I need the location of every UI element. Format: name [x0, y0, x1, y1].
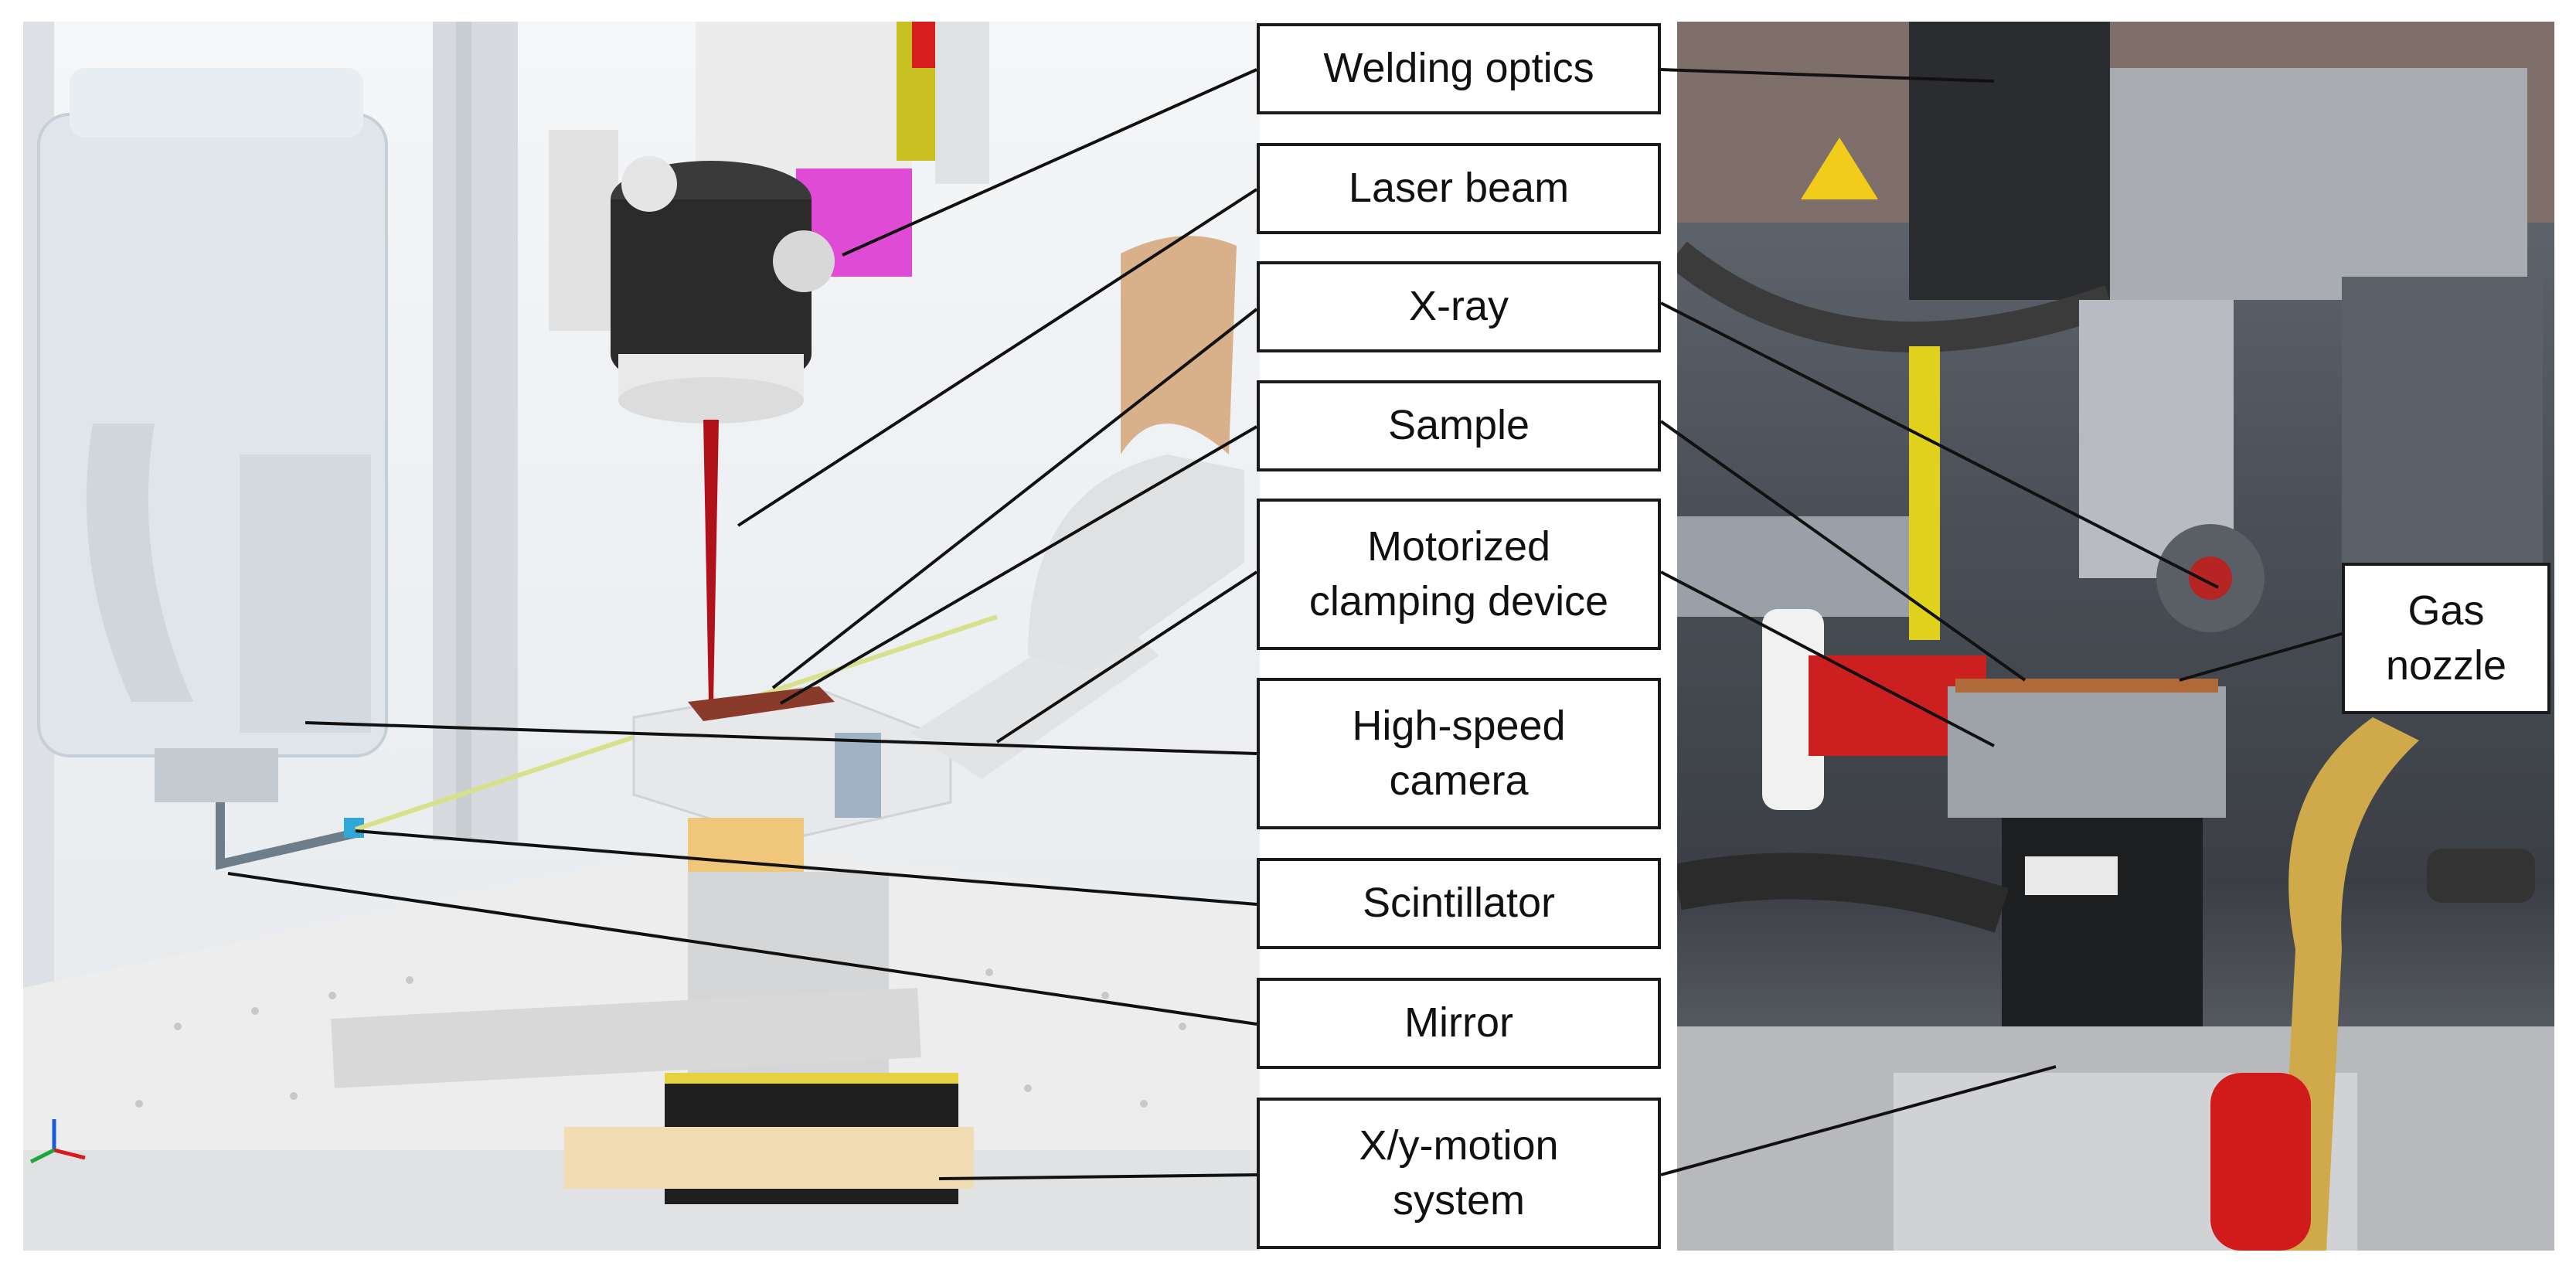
label-gas-line1: Gas [2408, 587, 2485, 634]
leader-laser-beam [737, 188, 1258, 527]
camera-top-connectors [70, 68, 363, 138]
camera-lens-mount [155, 748, 278, 802]
label-camera-line2: camera [1389, 757, 1529, 804]
cad-rendering-panel [23, 22, 1260, 1251]
photo-illustration [1677, 22, 2554, 1251]
label-laser-beam: Laser beam [1257, 143, 1661, 234]
label-clamping-line2: clamping device [1308, 578, 1609, 625]
label-motion-line1: X/y-motion [1359, 1122, 1559, 1169]
clamp-actuator [1677, 516, 1924, 617]
leader-clamping-device [995, 570, 1258, 744]
optics-dial [621, 156, 677, 212]
frame-column [433, 22, 518, 841]
axis-y [29, 1148, 56, 1164]
robot-arm-upper [1028, 454, 1244, 671]
frame-column-right [935, 22, 989, 184]
leader-scintillator [355, 829, 1257, 906]
label-xray-text: X-ray [1408, 283, 1509, 330]
label-mirror: Mirror [1257, 978, 1661, 1069]
gold-arm [2280, 717, 2419, 1251]
axis-x [53, 1148, 86, 1160]
leader-welding-optics-photo [1660, 68, 1995, 83]
label-clamping-line1: Motorized [1366, 522, 1551, 570]
laser-warning-sign [1801, 138, 1878, 199]
label-clamping-device: Motorized clamping device [1257, 499, 1661, 650]
optics-nozzle-bottom [618, 377, 804, 424]
optics-bracket [549, 130, 618, 331]
x-rail-front [564, 1127, 974, 1189]
red-cap [2210, 1073, 2311, 1251]
xy-stage-trim [665, 1073, 958, 1084]
leader-xray-photo [1660, 301, 2219, 589]
camera-vent-grille [240, 454, 371, 733]
label-sample: Sample [1257, 380, 1661, 471]
leader-xy-motion [938, 1173, 1257, 1180]
cable-chain-bottom [1677, 853, 2009, 933]
cad-illustration [23, 22, 1260, 1251]
yellow-cable [1909, 346, 1940, 640]
leader-welding-optics [842, 68, 1257, 257]
optics-red-part [912, 22, 935, 68]
sample [688, 686, 835, 721]
clamp-side-plate [835, 733, 881, 818]
label-camera-line1: High-speed [1352, 702, 1566, 749]
mirror-arm [216, 802, 357, 870]
label-laser-beam-text: Laser beam [1348, 165, 1570, 212]
label-motion-line2: system [1392, 1177, 1526, 1224]
camera-handle [86, 424, 194, 702]
label-mirror-text: Mirror [1404, 999, 1513, 1047]
welding-optics-photo [1909, 22, 2110, 300]
leader-mirror [227, 872, 1257, 1026]
label-high-speed-camera: High-speed camera [1257, 678, 1661, 829]
xray-port-center [2189, 557, 2232, 600]
label-xy-motion-system: X/y-motion system [1257, 1098, 1661, 1249]
label-xray: X-ray [1257, 261, 1661, 352]
label-scintillator-text: Scintillator [1362, 880, 1556, 927]
label-welding-optics-text: Welding optics [1323, 45, 1594, 92]
label-sample-text: Sample [1387, 402, 1530, 449]
frame-column-groove [456, 22, 471, 841]
clamping-device-photo [1948, 686, 2226, 818]
cable-chain-top [1677, 241, 2115, 352]
label-gas-line2: nozzle [2385, 642, 2507, 689]
leader-xy-motion-photo [1660, 1065, 2057, 1176]
leader-high-speed-camera [305, 721, 1257, 755]
leader-clamping-photo [1660, 570, 1995, 747]
sample-photo [1955, 679, 2218, 693]
y-rail [331, 988, 921, 1088]
optics-side-dial [773, 230, 835, 292]
label-scintillator: Scintillator [1257, 858, 1661, 949]
leader-sample-photo [1659, 420, 2026, 682]
black-knob [2427, 849, 2535, 903]
leader-sample [779, 425, 1258, 705]
label-gas-nozzle: Gas nozzle [2342, 563, 2550, 714]
laser-beam [703, 420, 719, 702]
robot-arm-cable [1121, 236, 1237, 454]
leader-xray [771, 308, 1258, 689]
label-welding-optics: Welding optics [1257, 23, 1661, 114]
leader-gas-nozzle [2179, 632, 2343, 682]
stage-label-sticker [2025, 856, 2118, 895]
